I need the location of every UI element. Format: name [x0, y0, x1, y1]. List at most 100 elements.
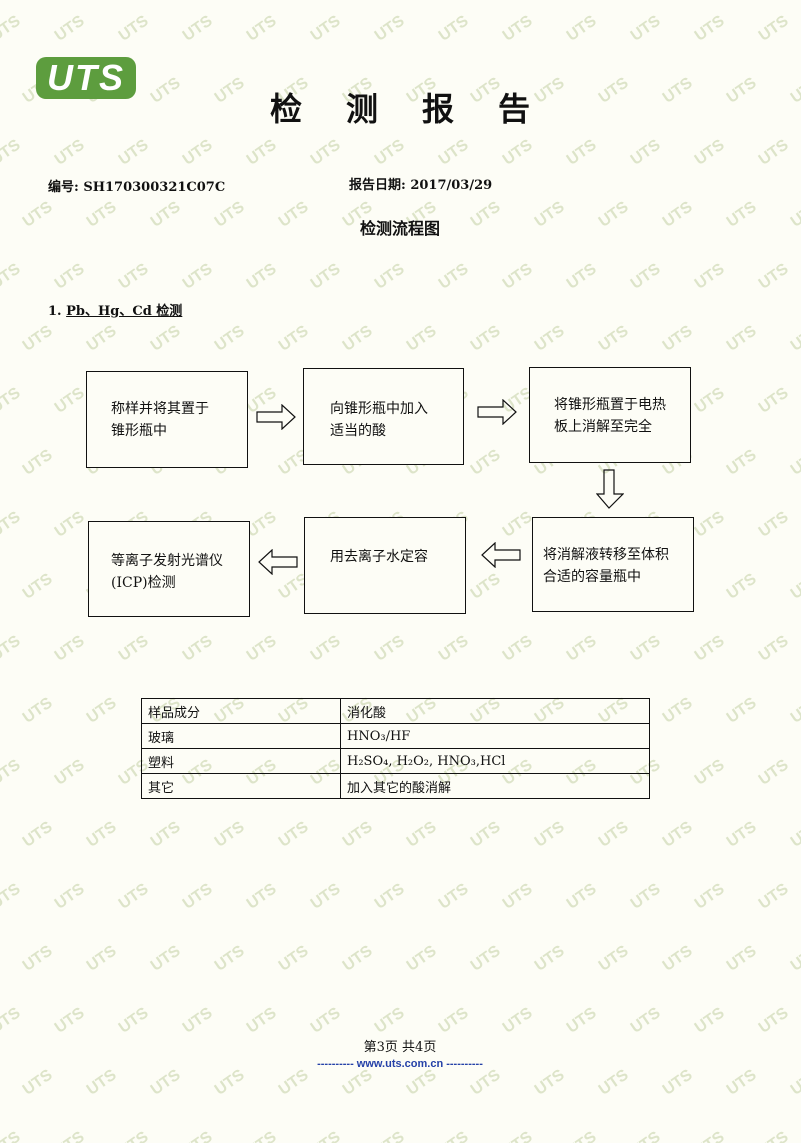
watermark-logo: UTS	[564, 632, 601, 665]
watermark-logo: UTS	[340, 818, 377, 851]
watermark-logo: UTS	[532, 1066, 569, 1099]
watermark-logo: UTS	[308, 1128, 345, 1143]
watermark-logo: UTS	[756, 1128, 793, 1143]
watermark-logo: UTS	[308, 12, 345, 45]
logo-text: UTS	[47, 57, 125, 98]
watermark-logo: UTS	[308, 260, 345, 293]
watermark-logo: UTS	[180, 632, 217, 665]
watermark-logo: UTS	[788, 1066, 801, 1099]
watermark-logo: UTS	[724, 446, 761, 479]
watermark-logo: UTS	[692, 1004, 729, 1037]
watermark-logo: UTS	[180, 136, 217, 169]
watermark-logo: UTS	[724, 1066, 761, 1099]
watermark-logo: UTS	[276, 1066, 313, 1099]
watermark-logo: UTS	[532, 198, 569, 231]
watermark-logo: UTS	[756, 508, 793, 541]
watermark-logo: UTS	[596, 942, 633, 975]
watermark-logo: UTS	[532, 322, 569, 355]
arrow-right-icon	[256, 404, 296, 430]
watermark-logo: UTS	[116, 880, 153, 913]
watermark-logo: UTS	[340, 1066, 377, 1099]
watermark-logo: UTS	[372, 632, 409, 665]
watermark-logo: UTS	[756, 880, 793, 913]
section-title: Pb、Hg、Cd 检测	[66, 304, 183, 319]
watermark-logo: UTS	[116, 12, 153, 45]
flow-step-4: 将消解液转移至体积 合适的容量瓶中	[532, 517, 694, 612]
website-link[interactable]: ---------- www.uts.com.cn ----------	[317, 1058, 483, 1070]
watermark-logo: UTS	[308, 632, 345, 665]
watermark-logo: UTS	[148, 818, 185, 851]
watermark-logo: UTS	[0, 384, 25, 417]
watermark-logo: UTS	[596, 74, 633, 107]
watermark-logo: UTS	[20, 942, 57, 975]
watermark-logo: UTS	[468, 942, 505, 975]
flow-step-1-text: 称样并将其置于 锥形瓶中	[111, 401, 209, 439]
watermark-logo: UTS	[628, 1128, 665, 1143]
watermark-logo: UTS	[724, 570, 761, 603]
watermark-logo: UTS	[756, 260, 793, 293]
watermark-logo: UTS	[500, 12, 537, 45]
watermark-logo: UTS	[436, 136, 473, 169]
watermark-logo: UTS	[52, 880, 89, 913]
table-cell-acid: H₂SO₄, H₂O₂, HNO₃,HCl	[340, 748, 650, 774]
watermark-logo: UTS	[20, 446, 57, 479]
watermark-logo: UTS	[788, 322, 801, 355]
watermark-logo: UTS	[404, 818, 441, 851]
watermark-logo: UTS	[692, 880, 729, 913]
watermark-logo: UTS	[532, 818, 569, 851]
watermark-logo: UTS	[180, 12, 217, 45]
watermark-logo: UTS	[148, 74, 185, 107]
watermark-logo: UTS	[244, 1004, 281, 1037]
watermark-logo: UTS	[692, 632, 729, 665]
watermark-logo: UTS	[724, 74, 761, 107]
watermark-logo: UTS	[84, 322, 121, 355]
table-cell-acid: 加入其它的酸消解	[340, 773, 650, 799]
arrow-left-icon	[481, 542, 521, 568]
watermark-logo: UTS	[244, 136, 281, 169]
watermark-logo: UTS	[660, 74, 697, 107]
watermark-logo: UTS	[52, 384, 89, 417]
watermark-logo: UTS	[788, 74, 801, 107]
watermark-logo: UTS	[20, 570, 57, 603]
watermark-logo: UTS	[52, 632, 89, 665]
flow-step-3: 将锥形瓶置于电热 板上消解至完全	[529, 367, 691, 463]
watermark-logo: UTS	[148, 942, 185, 975]
watermark-logo: UTS	[0, 880, 25, 913]
watermark-logo: UTS	[596, 1066, 633, 1099]
section-heading: 1. Pb、Hg、Cd 检测	[48, 300, 182, 319]
watermark-logo: UTS	[628, 880, 665, 913]
watermark-logo: UTS	[276, 942, 313, 975]
arrow-right-icon	[477, 399, 517, 425]
watermark-logo: UTS	[596, 198, 633, 231]
watermark-logo: UTS	[52, 260, 89, 293]
watermark-logo: UTS	[84, 818, 121, 851]
watermark-logo: UTS	[180, 260, 217, 293]
watermark-logo: UTS	[692, 756, 729, 789]
watermark-logo: UTS	[244, 880, 281, 913]
arrow-left-icon	[258, 549, 298, 575]
watermark-logo: UTS	[116, 260, 153, 293]
watermark-logo: UTS	[724, 198, 761, 231]
watermark-logo: UTS	[468, 1066, 505, 1099]
watermark-logo: UTS	[244, 260, 281, 293]
watermark-logo: UTS	[500, 136, 537, 169]
watermark-logo: UTS	[628, 136, 665, 169]
watermark-logo: UTS	[564, 880, 601, 913]
table-cell-material: 玻璃	[141, 723, 341, 749]
watermark-logo: UTS	[436, 1128, 473, 1143]
watermark-logo: UTS	[788, 570, 801, 603]
watermark-logo: UTS	[212, 818, 249, 851]
watermark-logo: UTS	[756, 632, 793, 665]
watermark-logo: UTS	[180, 1128, 217, 1143]
watermark-logo: UTS	[692, 508, 729, 541]
watermark-logo: UTS	[788, 942, 801, 975]
watermark-logo: UTS	[788, 818, 801, 851]
watermark-logo: UTS	[564, 260, 601, 293]
watermark-logo: UTS	[500, 1128, 537, 1143]
watermark-logo: UTS	[0, 1128, 25, 1143]
watermark-logo: UTS	[628, 632, 665, 665]
section-number: 1.	[48, 304, 62, 319]
watermark-logo: UTS	[500, 880, 537, 913]
